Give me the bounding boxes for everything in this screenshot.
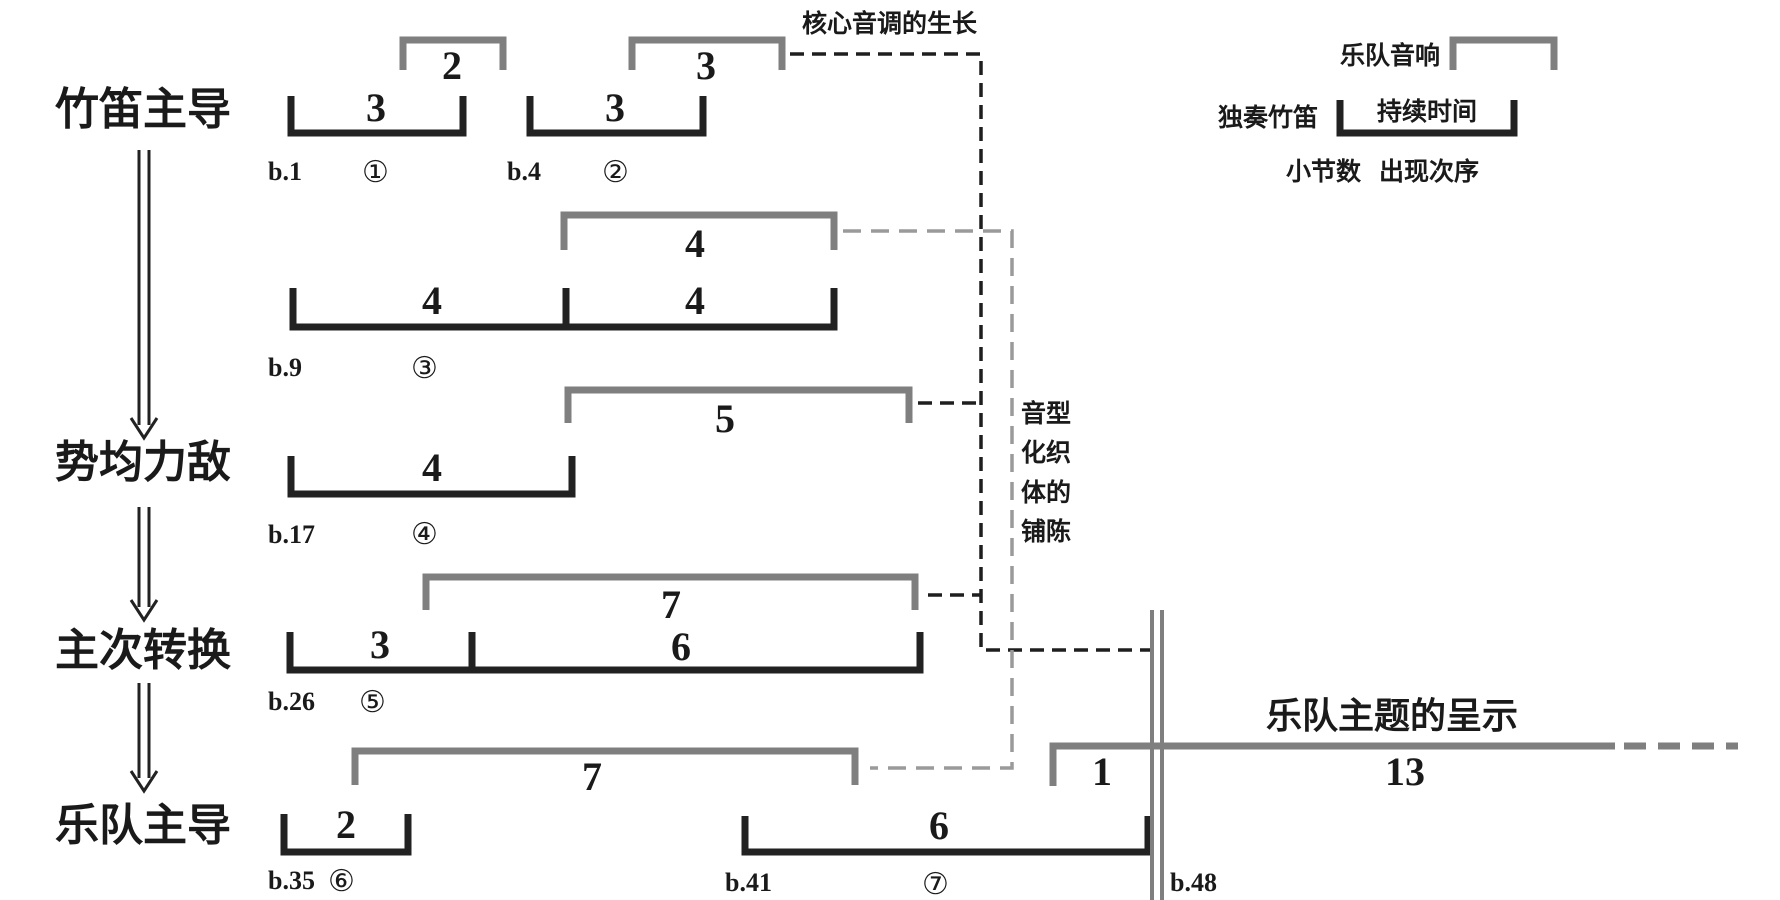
orchestra-duration-1: 2	[442, 43, 462, 88]
solo-bracket-1	[287, 96, 467, 137]
texture-label-line-4: 铺陈	[1021, 517, 1071, 546]
order-mark-3: ③	[411, 351, 438, 386]
measure-label-b17: b.17	[268, 520, 315, 549]
order-mark-7: ⑦	[922, 867, 949, 900]
solo-duration-1: 3	[366, 85, 386, 130]
solo-duration-5: 4	[422, 445, 442, 490]
stage-arrow-1	[129, 150, 159, 441]
texture-line	[843, 229, 1014, 770]
texture-label-line-1: 音型	[1021, 399, 1071, 428]
legend-orchestra-label: 乐队音响	[1340, 41, 1440, 70]
solo-bracket-4	[287, 456, 576, 498]
legend-orchestra-bracket	[1449, 36, 1558, 70]
measure-label-b9: b.9	[268, 353, 302, 382]
solo-bracket-2	[526, 96, 707, 137]
solo-duration-4: 4	[685, 278, 705, 323]
stage-arrow-3	[129, 683, 159, 794]
legend-duration-label: 持续时间	[1377, 97, 1477, 126]
solo-duration-6: 3	[370, 622, 390, 667]
stage-label-orchestra-leads: 乐队主导	[55, 800, 231, 851]
orchestra-theme-label: 乐队主题的呈示	[1266, 695, 1518, 737]
order-mark-4: ④	[411, 517, 438, 552]
legend-order-label: 出现次序	[1379, 157, 1479, 186]
measure-label-b26: b.26	[268, 687, 315, 716]
measure-label-b1: b.1	[268, 157, 302, 186]
order-mark-5: ⑤	[359, 685, 386, 720]
legend-solo-label: 独奏竹笛	[1218, 103, 1318, 132]
solo-bracket-6	[280, 814, 412, 856]
core-tone-growth-line	[790, 52, 1163, 652]
orchestra-duration-6: 7	[582, 754, 602, 799]
texture-label: 音型 化织 体的 铺陈	[1021, 399, 1071, 546]
orchestra-bracket-1	[399, 36, 507, 70]
order-mark-2: ②	[602, 155, 629, 190]
core-tone-growth-label: 核心音调的生长	[802, 9, 978, 38]
solo-duration-3: 4	[422, 278, 442, 323]
solo-duration-2: 3	[605, 85, 625, 130]
stage-label-role-switch: 主次转换	[55, 625, 231, 676]
orchestra-bracket-6	[351, 747, 859, 785]
measure-label-b35: b.35	[268, 866, 315, 895]
measure-label-b48: b.48	[1170, 868, 1217, 897]
measure-label-b41: b.41	[725, 868, 772, 897]
stage-arrow-2	[129, 507, 159, 623]
orchestra-duration-2: 3	[696, 43, 716, 88]
solo-duration-9: 6	[929, 803, 949, 848]
orchestra-duration-7: 1	[1092, 749, 1112, 794]
legend-measure-label: 小节数	[1286, 157, 1362, 186]
orchestra-duration-3: 4	[685, 221, 705, 266]
orchestra-bracket-2	[628, 36, 786, 70]
solo-bracket-5	[286, 632, 924, 674]
solo-duration-7: 6	[671, 624, 691, 669]
texture-label-line-3: 体的	[1021, 478, 1071, 507]
solo-bracket-7	[741, 816, 1152, 856]
solo-duration-8: 2	[336, 802, 356, 847]
stage-label-flute-leads: 竹笛主导	[55, 84, 231, 135]
orchestra-duration-4: 5	[715, 396, 735, 441]
texture-label-line-2: 化织	[1021, 438, 1071, 467]
orchestra-theme-bracket	[1049, 742, 1615, 786]
orchestra-bracket-3	[560, 211, 838, 250]
orchestra-bracket-4	[564, 386, 913, 423]
order-mark-6: ⑥	[328, 864, 355, 899]
orchestra-bracket-5	[422, 573, 919, 610]
measure-label-b4: b.4	[507, 157, 541, 186]
order-mark-1: ①	[362, 155, 389, 190]
legend-solo-bracket	[1336, 100, 1518, 137]
orchestra-duration-5: 7	[661, 582, 681, 627]
orchestra-duration-8: 13	[1385, 749, 1425, 794]
stage-label-balanced: 势均力敌	[55, 437, 231, 488]
